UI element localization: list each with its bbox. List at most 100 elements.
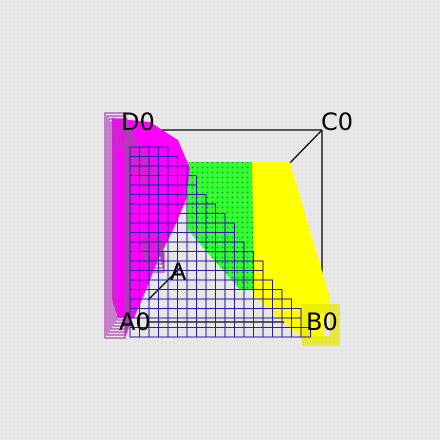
grid-cell (243, 308, 254, 319)
grid-cell (167, 289, 178, 300)
grid-cell (224, 289, 235, 300)
grid-cell (272, 317, 283, 328)
grid-cell (158, 327, 169, 338)
grid-cell (177, 327, 188, 338)
grid-cell (186, 270, 197, 281)
grid-cell (196, 327, 207, 338)
grid-cell (167, 298, 178, 309)
magenta-outline-rects (104, 112, 165, 339)
grid-cell (177, 308, 188, 319)
grid-cell (196, 289, 207, 300)
grid-cell (196, 270, 207, 281)
edge-diagonal-left (147, 267, 181, 301)
grid-cell (205, 260, 216, 271)
grid-cell (224, 308, 235, 319)
grid-cell (205, 279, 216, 290)
yellow-region (252, 162, 330, 340)
grid-cell (262, 327, 273, 338)
edge-diagonal-right (284, 129, 323, 169)
label-back-right: C0 (321, 108, 353, 136)
grid-cell (177, 232, 188, 243)
magenta-outline (135, 159, 151, 175)
magenta-outline (104, 112, 126, 339)
grid-cell (186, 251, 197, 262)
grid-cell (205, 317, 216, 328)
grid-cell (205, 298, 216, 309)
grid-cell (196, 317, 207, 328)
label-front-left: A0 (119, 308, 151, 336)
grid-cell (205, 308, 216, 319)
grid-cell (158, 289, 169, 300)
label-front-right: B0 (306, 308, 338, 336)
yellow-outline (306, 308, 336, 342)
grid-cell (186, 308, 197, 319)
grid-cell (300, 327, 311, 338)
grid-cell (167, 241, 178, 252)
yellow-outline (304, 306, 338, 344)
grid-cell (215, 279, 226, 290)
grid-cell (186, 289, 197, 300)
grid-cell (177, 298, 188, 309)
grid-cell (234, 327, 245, 338)
grid-cell (177, 317, 188, 328)
grid-cell (177, 241, 188, 252)
yellow-outline (310, 312, 332, 338)
magenta-outline (120, 134, 136, 150)
magenta-outline (144, 239, 162, 261)
magenta-outline (108, 118, 128, 333)
grid-cell (224, 327, 235, 338)
grid-cell (281, 327, 292, 338)
grid-cell (253, 308, 264, 319)
grid-cell (253, 317, 264, 328)
grid-cell (234, 289, 245, 300)
grid-cell (167, 317, 178, 328)
grid-cell (215, 317, 226, 328)
grid-cell (215, 298, 226, 309)
grid-cell (196, 308, 207, 319)
grid-cell (272, 327, 283, 338)
grid-cell (243, 327, 254, 338)
grid-cell (224, 317, 235, 328)
grid-cell (253, 327, 264, 338)
yellow-outline (302, 304, 340, 346)
grid-cell (196, 260, 207, 271)
grid-cell (177, 289, 188, 300)
grid-cell (234, 308, 245, 319)
grid-cell (243, 289, 254, 300)
grid-cell (186, 260, 197, 271)
magenta-outline (143, 235, 161, 257)
magenta-outline (126, 144, 142, 160)
grid-cell (196, 279, 207, 290)
grid-cell (186, 241, 197, 252)
grid-cell (205, 289, 216, 300)
magenta-outline (112, 124, 130, 327)
yellow-outline (308, 310, 334, 340)
magenta-outline (106, 115, 127, 336)
grid-cell (224, 298, 235, 309)
grid-cell (205, 270, 216, 281)
grid-cell (205, 327, 216, 338)
magenta-outline (116, 130, 132, 321)
label-back-left: D0 (121, 108, 155, 136)
magenta-outline (146, 247, 164, 269)
grid-cell (196, 251, 207, 262)
grid-cell (234, 317, 245, 328)
yellow-outline-rects (302, 304, 340, 346)
grid-cell (186, 298, 197, 309)
grid-cell (186, 327, 197, 338)
grid-cell (158, 298, 169, 309)
blue-wireframe-grid (129, 146, 311, 338)
grid-cell (158, 308, 169, 319)
magenta-outline (117, 129, 133, 145)
grid-cell (148, 279, 159, 290)
magenta-outline (110, 121, 129, 330)
grid-cell (215, 270, 226, 281)
grid-cell (177, 222, 188, 233)
grid-cell (215, 327, 226, 338)
grid-cell (215, 289, 226, 300)
grid-cell (243, 298, 254, 309)
grid-cell (196, 298, 207, 309)
magenta-outline (145, 243, 163, 265)
grid-cell (243, 317, 254, 328)
